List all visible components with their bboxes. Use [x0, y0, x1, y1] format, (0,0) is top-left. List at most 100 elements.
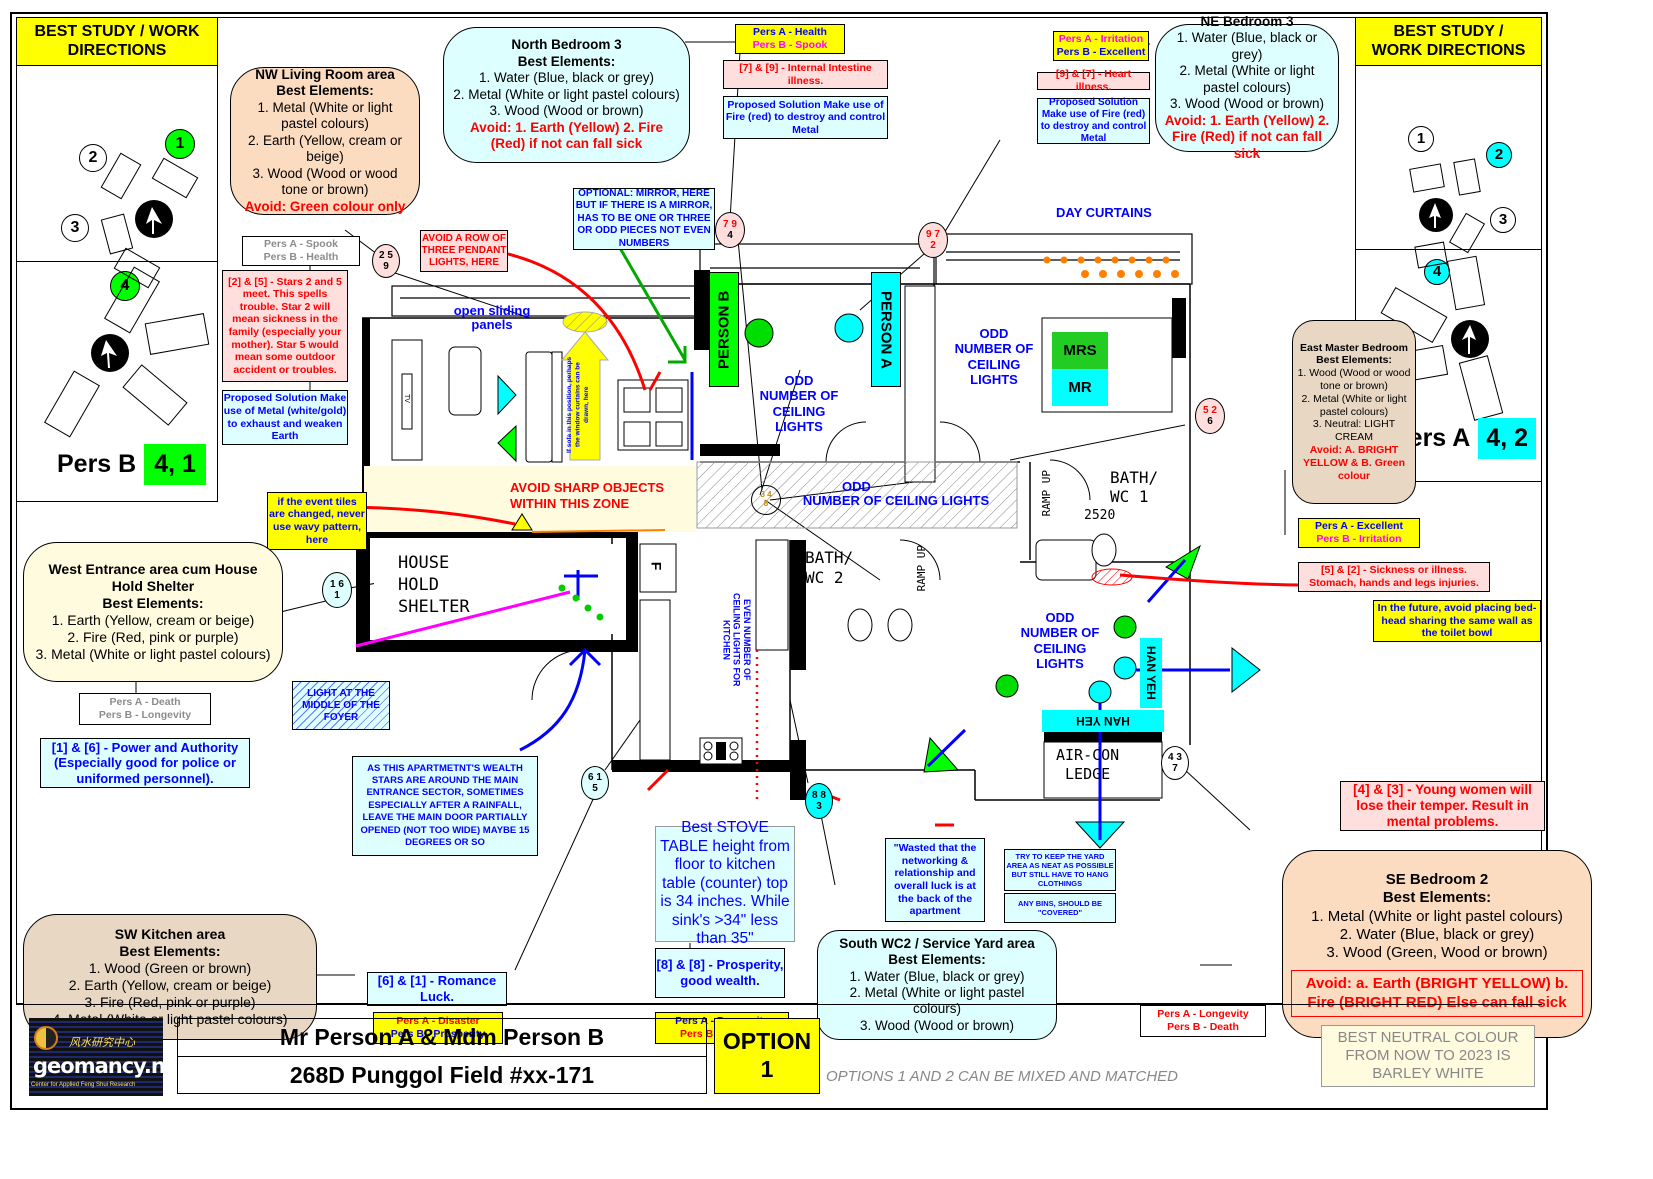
triangle-cyan-east	[1231, 646, 1261, 694]
kitchen-lights-note: EVEN NUMBER OF CEILING LIGHTS FOR KITCHE…	[721, 593, 752, 687]
se-bed-bubble: SE Bedroom 2 Best Elements: 1. Metal (Wh…	[1282, 850, 1592, 1038]
yellow-arrow	[560, 331, 610, 461]
desk-number-4: 4	[1424, 259, 1450, 285]
east-bed-note: In the future, avoid placing bed-head sh…	[1373, 600, 1541, 642]
nw-solution: Proposed Solution Make use of Metal (whi…	[222, 390, 348, 445]
desk-diagram-right: 1 2 3 4	[1356, 66, 1541, 285]
mrs-block: MRS	[1052, 332, 1108, 369]
neutral-colour-box: BEST NEUTRAL COLOUR FROM NOW TO 2023 IS …	[1321, 1025, 1535, 1087]
mix-note: OPTIONS 1 AND 2 CAN BE MIXED AND MATCHED	[826, 1068, 1178, 1085]
bath1-dim: 2520	[1084, 508, 1116, 523]
light-cyan	[1088, 680, 1112, 704]
event-tiles-note: if the event tiles are changed, never us…	[267, 492, 367, 550]
light-cyan	[1113, 656, 1137, 680]
desk-number-1: 1	[165, 129, 195, 159]
han-yeh-vertical: HAN YEH	[1140, 638, 1162, 708]
sharp-objects-zone	[364, 466, 696, 532]
desk-number-3: 3	[61, 214, 89, 242]
yin-yang-icon	[34, 1026, 58, 1050]
light-cyan	[834, 313, 864, 343]
person-a-direction: Pers A 4, 2	[1392, 418, 1536, 459]
desk-number-4: 4	[110, 271, 140, 301]
light-green	[1113, 615, 1137, 639]
person-b-value: 4, 1	[144, 444, 206, 485]
title-block	[16, 1004, 1542, 1100]
ne-solution: Proposed Solution Make use of Fire (red)…	[1037, 97, 1150, 144]
odd-lights-ne: ODD NUMBER OF CEILING LIGHTS	[954, 326, 1034, 387]
desk-number-1: 1	[1408, 126, 1434, 152]
person-b-label: Pers B	[57, 450, 137, 478]
odd-lights-corridor: ODD NUMBER OF CEILING LIGHTS	[802, 479, 990, 509]
person-a-block: PERSON A	[871, 272, 901, 387]
fridge-label: F	[648, 561, 665, 571]
desk-number-3: 3	[1490, 207, 1516, 233]
mr-block: MR	[1052, 369, 1108, 406]
logo-chinese: 风水研究中心	[69, 1037, 135, 1049]
hatched-corridor	[696, 461, 1018, 529]
south-wc2-bubble: South WC2 / Service Yard area Best Eleme…	[817, 930, 1057, 1040]
desk-diagram-left: 1 2 3 4	[17, 66, 217, 301]
ne-bed-bubble: NE Bedroom 3 1. Water (Blue, black or gr…	[1155, 14, 1339, 161]
wealth-door-note: AS THIS APARTMETNT'S WEALTH STARS ARE AR…	[352, 756, 538, 856]
ramp-label-2: RAMP UP	[915, 545, 928, 592]
wasted-luck-note: "Wasted that the networking & relationsh…	[885, 838, 985, 922]
north-bed-bubble: North Bedroom 3 Best Elements: 1. Water …	[443, 27, 690, 163]
person-b-block: PERSON B	[709, 272, 739, 387]
desk-number-2: 2	[79, 144, 107, 172]
light-green	[744, 318, 774, 348]
compass-icon	[135, 200, 173, 238]
person-b-direction: Pers B 4, 1	[57, 444, 206, 485]
odd-lights-north: ODD NUMBER OF CEILING LIGHTS	[759, 373, 839, 434]
study-panel-left: BEST STUDY / WORK DIRECTIONS 1 2 3 4 Per…	[16, 17, 218, 502]
desk-number-2: 2	[1486, 142, 1512, 168]
se-stars-note: [4] & [3] - Young women will lose their …	[1340, 781, 1545, 831]
ramp-label-1: RAMP UP	[1040, 470, 1053, 517]
stove-note: Best STOVE TABLE height from floor to ki…	[655, 819, 795, 947]
west-entrance-bubble: West Entrance area cum House Hold Shelte…	[23, 542, 283, 682]
sofa-arrow-note: If sofa in this position, perhaps the wi…	[566, 356, 590, 454]
mirror-note: OPTIONAL: MIRROR, HERE BUT IF THERE IS A…	[573, 188, 715, 250]
bed-diagram-right: Pers A 4, 2	[1356, 250, 1541, 481]
day-curtains-label: DAY CURTAINS	[1056, 205, 1152, 220]
east-master-bubble: East Master Bedroom Best Elements: 1. Wo…	[1292, 320, 1416, 504]
triangle-green	[497, 424, 517, 463]
triangle-cyan	[497, 374, 517, 416]
logo: 风水研究中心 geomancy.net Center for Applied F…	[29, 1018, 163, 1096]
north-solution: Proposed Solution Make use of Fire (red)…	[723, 96, 888, 139]
compass-icon	[1451, 320, 1489, 358]
client-block: Mr Person A & Mdm Person B 268D Punggol …	[177, 1018, 707, 1094]
triangle-yellow	[511, 513, 533, 531]
east-stars-note: [5] & [2] - Sickness or illness. Stomach…	[1298, 562, 1490, 592]
sw-stars-note: [6] & [1] - Romance Luck.	[367, 972, 507, 1006]
sharp-objects-label: AVOID SHARP OBJECTS WITHIN THIS ZONE	[510, 480, 665, 511]
compass-icon	[1419, 198, 1453, 232]
bath1-label: BATH/WC 1	[1110, 468, 1159, 507]
inner-frame	[16, 17, 1542, 1004]
bath2-label: BATH/WC 2	[805, 548, 854, 587]
bins-note: ANY BINS, SHOULD BE "COVERED"	[1004, 893, 1116, 923]
han-yeh-horizontal: HAN YEH	[1042, 710, 1164, 732]
foyer-light-note: LIGHT AT THE MIDDLE OF THE FOYER	[292, 681, 390, 730]
outer-frame	[10, 12, 1548, 1110]
pendant-lights-note: AVOID A ROW OF THREE PENDANT LIGHTS, HER…	[420, 230, 508, 272]
south-stars-note: [8] & [8] - Prosperity, good wealth.	[655, 948, 785, 998]
client-address: 268D Punggol Field #xx-171	[289, 1062, 595, 1088]
study-panel-right: BEST STUDY / WORK DIRECTIONS 1 2 3 4 Per…	[1355, 17, 1542, 482]
